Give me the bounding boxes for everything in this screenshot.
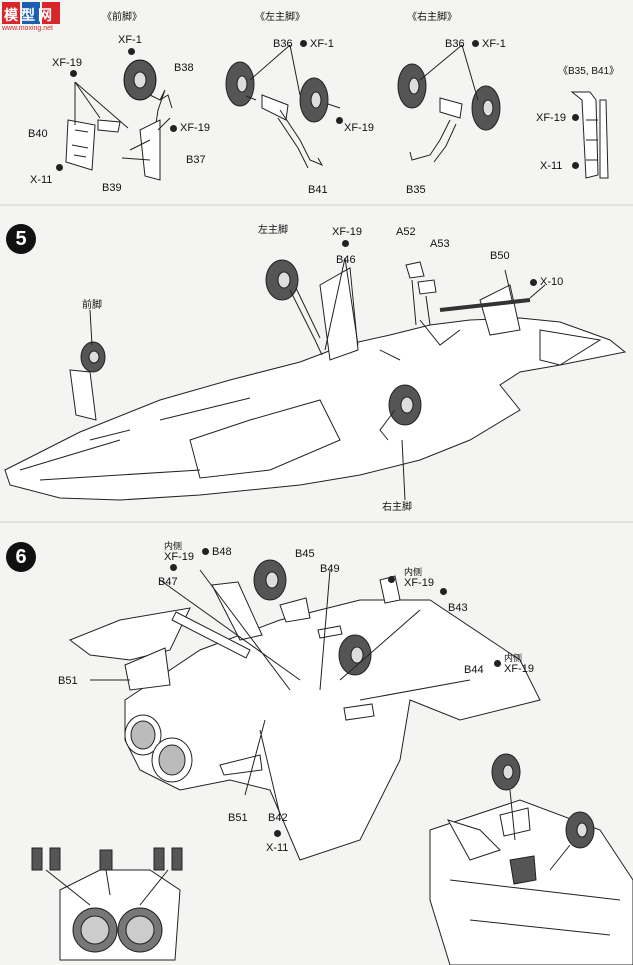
step5-front-leg: 前脚 [82, 300, 102, 311]
step6-inner-side-a: 内侧 [164, 541, 183, 551]
right-b35-label: B35 [406, 184, 426, 196]
paint-dot [56, 164, 63, 171]
paint-dot [440, 588, 447, 595]
step5-x10-label: X-10 [540, 276, 564, 288]
paint-dot [300, 40, 307, 47]
step5-aircraft [4, 257, 627, 501]
paint-dot [170, 564, 177, 571]
strut-detail [570, 91, 609, 179]
left-xf1-label: XF-1 [310, 38, 334, 50]
step6-inner-side-b: 内侧 [404, 567, 423, 577]
step5-right-main-leg: 右主脚 [382, 502, 412, 513]
front-b39-label: B39 [102, 182, 122, 194]
paint-dot [572, 162, 579, 169]
paint-dot [342, 240, 349, 247]
step5-b46-label: B46 [336, 254, 356, 266]
step6-x11-label: X-11 [266, 842, 289, 854]
step5-xf19-label: XF-19 [332, 226, 362, 238]
right-xf1-label: XF-1 [482, 38, 506, 50]
step5-a52-label: A52 [396, 226, 416, 238]
step6-xf19-label-b: XF-19 [404, 577, 434, 589]
paint-dot [572, 114, 579, 121]
front-xf19-label-b: XF-19 [180, 122, 210, 134]
front-b40-label: B40 [28, 128, 48, 140]
paint-dot [202, 548, 209, 555]
step6-aircraft [68, 559, 541, 861]
step6-xf19-label-c: XF-19 [504, 663, 534, 675]
step6-b51-label-a: B51 [58, 675, 78, 687]
front-xf19-label-a: XF-19 [52, 57, 82, 69]
step-5-number: 5 [6, 224, 36, 254]
right-main-gear-parts [397, 44, 501, 163]
front-x11-label: X-11 [30, 174, 53, 186]
step6-xf19-label-a: XF-19 [164, 551, 194, 563]
paint-dot [274, 830, 281, 837]
paint-dot [128, 48, 135, 55]
step6-b47-label: B47 [158, 576, 178, 588]
left-xf19-label: XF-19 [344, 122, 374, 134]
step6-b48-label: B48 [212, 546, 232, 558]
front-b37-label: B37 [186, 154, 206, 166]
front-b38-label: B38 [174, 62, 194, 74]
left-b41-label: B41 [308, 184, 328, 196]
step5-a53-label: A53 [430, 238, 450, 250]
step6-inner-side-c: 内侧 [504, 653, 523, 663]
step6-b45-label: B45 [295, 548, 315, 560]
right-main-title: 《右主脚》 [407, 12, 457, 23]
left-main-gear-parts [225, 44, 341, 169]
right-b36-label: B36 [445, 38, 465, 50]
step-6-number: 6 [6, 542, 36, 572]
rear-view-detail [31, 847, 183, 961]
step6-b44-label: B44 [464, 664, 484, 676]
paint-dot [70, 70, 77, 77]
b35-b41-title: 《B35, B41》 [558, 66, 620, 77]
step6-b51-label-b: B51 [228, 812, 248, 824]
logo-url: www.moxing.net [2, 25, 53, 32]
wing-gear-detail [429, 753, 633, 965]
paint-dot [336, 117, 343, 124]
paint-dot [388, 576, 395, 583]
front-leg-title: 《前脚》 [102, 12, 142, 23]
step6-b42-label: B42 [268, 812, 288, 824]
paint-dot [472, 40, 479, 47]
paint-dot [530, 279, 537, 286]
logo-text: 模型网 [4, 7, 55, 23]
step6-b43-label: B43 [448, 602, 468, 614]
detail-x11-label: X-11 [540, 160, 563, 172]
step5-b50-label: B50 [490, 250, 510, 262]
front-xf1-label: XF-1 [118, 34, 142, 46]
left-b36-label: B36 [273, 38, 293, 50]
front-gear-parts [65, 59, 173, 181]
site-logo: 模型网 www.moxing.net [2, 2, 66, 36]
step6-b49-label: B49 [320, 563, 340, 575]
step5-left-main-leg: 左主脚 [258, 225, 288, 236]
paint-dot [494, 660, 501, 667]
left-main-title: 《左主脚》 [255, 12, 305, 23]
detail-xf19-label: XF-19 [536, 112, 566, 124]
paint-dot [170, 125, 177, 132]
